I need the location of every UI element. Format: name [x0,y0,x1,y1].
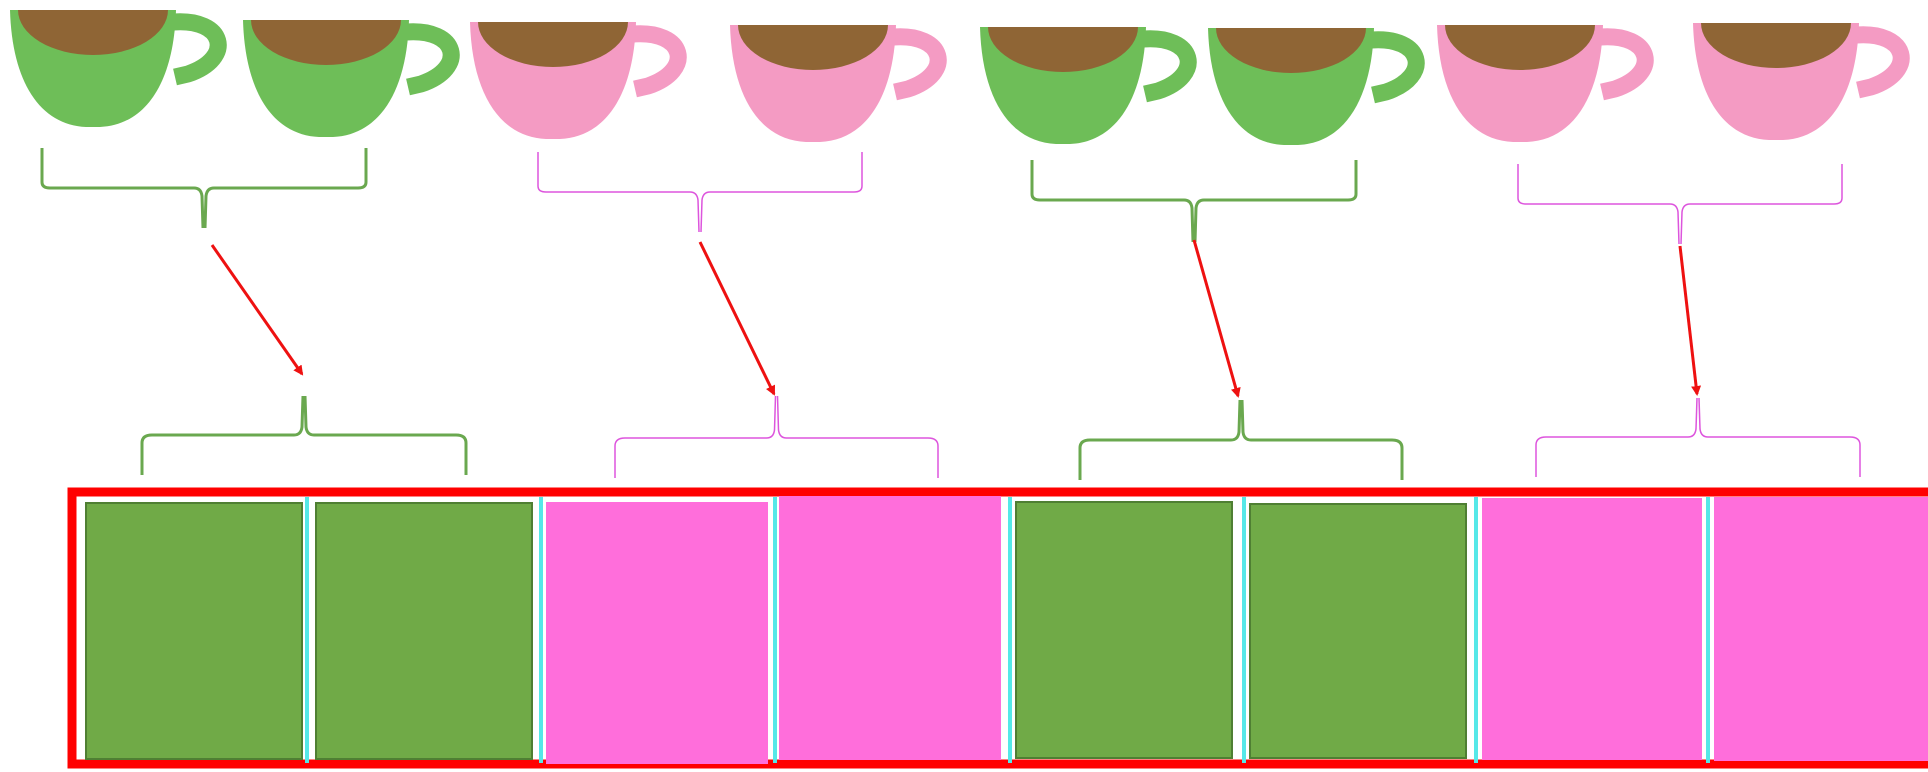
array-cell [1015,501,1233,759]
group-brace-bottom [140,395,468,475]
array-cell [1482,498,1702,760]
cell-separator [1008,497,1012,763]
cell-separator [539,497,543,763]
arrows [210,239,1702,398]
top-braces [40,148,1843,245]
coffee-surface [738,25,888,70]
group-brace-top [1030,160,1358,243]
cup-handle [1599,28,1654,101]
mapping-arrow [1192,239,1241,398]
array-cell [1714,497,1928,761]
cup-icon [1693,23,1910,140]
array-cell [546,502,768,764]
coffee-surface [1216,28,1366,73]
cup-icon [1208,28,1425,145]
cup-icon [243,20,460,137]
cup-icon [730,25,947,142]
coffee-surface [1701,23,1851,68]
mapping-arrow [698,241,776,396]
group-brace-bottom [614,395,939,478]
cells-frame [67,487,1928,769]
cups-row [10,10,1910,145]
group-brace-bottom [1535,397,1861,477]
coffee-surface [251,20,401,65]
coffee-surface [18,10,168,55]
mapping-arrow [1678,245,1702,396]
coffee-surface [478,22,628,67]
group-brace-bottom [1078,399,1404,480]
cell-separator [773,497,777,763]
cup-handle [172,13,227,86]
cell-separator [1474,497,1478,763]
cup-handle [405,23,460,96]
array-cell [315,502,533,760]
coffee-surface [988,27,1138,72]
cell-separator [1242,497,1246,763]
array-cell [1249,503,1467,759]
cup-icon [10,10,227,127]
cup-icon [1437,25,1654,142]
mapping-arrow [210,244,304,376]
cup-handle [1370,31,1425,104]
cell-separator [305,497,309,763]
array-cell [779,496,1001,760]
array-cell [85,502,303,760]
cup-icon [980,27,1197,144]
bottom-braces [140,395,1861,480]
group-brace-top [537,152,863,233]
cup-handle [1855,26,1910,99]
cup-handle [632,25,687,98]
cells-border [67,487,1928,769]
group-brace-top [1517,164,1843,245]
cup-handle [892,28,947,101]
cup-handle [1142,30,1197,103]
cup-icon [470,22,687,139]
cell-separator [1706,497,1710,763]
group-brace-top [40,148,368,229]
coffee-surface [1445,25,1595,70]
